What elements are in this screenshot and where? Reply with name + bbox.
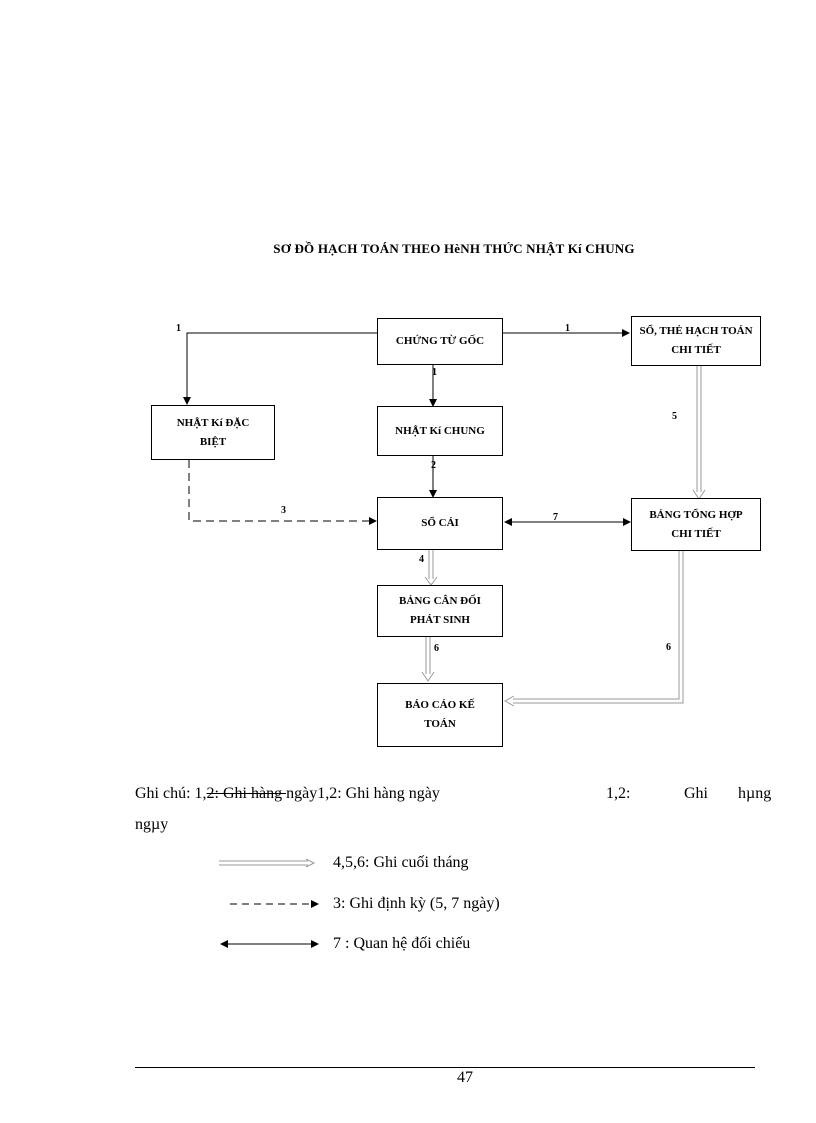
box-chung-tu-goc: CHỨNG TỪ GỐC [377,318,503,365]
label-3: 3 [281,505,286,516]
arrow-1-left [183,332,377,405]
legend-dashed-text: 3: Ghi định kỳ (5, 7 ngày) [333,895,500,912]
label-6-right: 6 [666,642,671,653]
box-nhat-ki-dac-biet: NHẬT Kí ĐẶC BIỆT [151,405,275,460]
box-so-cai: SỔ CÁI [377,497,503,550]
footer-divider [135,1067,755,1068]
legend-line-1-right-c: hµng [738,785,772,802]
box-bang-can-doi: BẢNG CÂN ĐỐI PHÁT SINH [377,585,503,637]
box-bang-tong-hop: BẢNG TỔNG HỢP CHI TIẾT [631,498,761,551]
legend-line-1: Ghi chú: 1,2: Ghi hàng ngày1,2: Ghi hàng… [135,785,440,802]
arrow-6-right-double [503,551,684,707]
label-7: 7 [553,512,558,523]
arrow-5-double [692,365,706,500]
label-5: 5 [672,411,677,422]
legend-double-sample [219,858,316,868]
legend-line-1-right-a: 1,2: [606,785,631,802]
legend-line-2: ngµy [135,816,169,833]
label-1-left: 1 [176,323,181,334]
label-1-right: 1 [565,323,570,334]
label-4: 4 [419,554,424,565]
label-1-down: 1 [432,367,437,378]
label-6-center: 6 [434,643,439,654]
diagram-title: SƠ ĐỒ HẠCH TOÁN THEO HèNH THỨC NHẬT Kí C… [273,241,635,256]
legend-double-text: 4,5,6: Ghi cuối tháng [333,854,469,871]
box-bao-cao-ke-toan: BÁO CÁO KẾ TOÁN [377,683,503,747]
legend-line-1-right-b: Ghi [684,785,708,802]
box-nhat-ki-chung: NHẬT Kí CHUNG [377,406,503,456]
page-number: 47 [457,1069,473,1086]
legend-both-text: 7 : Quan hệ đối chiếu [333,935,471,952]
arrow-3-dashed [188,460,377,525]
arrow-4-double [424,550,438,586]
box-so-the-hach-toan: SỔ, THẺ HẠCH TOÁN CHI TIẾT [631,316,761,366]
arrow-6-center-double [421,637,435,682]
label-2: 2 [431,460,436,471]
